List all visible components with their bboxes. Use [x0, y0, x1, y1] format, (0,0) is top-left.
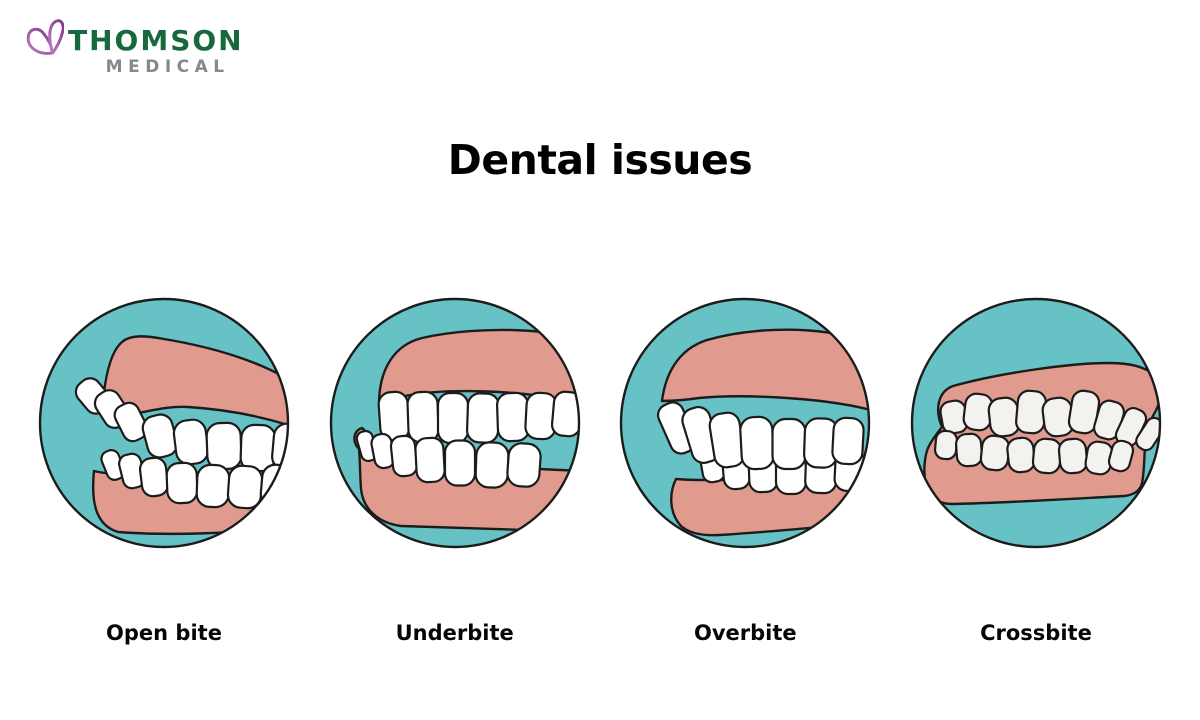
brand-name-thomson: THOMSON [68, 24, 244, 57]
overbite-illustration [620, 297, 871, 549]
underbite-illustration [329, 297, 580, 549]
page-title: Dental issues [447, 136, 753, 184]
brand-wordmark: THOMSON MEDICAL [68, 16, 244, 77]
figure-crossbite: Crossbite [908, 295, 1164, 645]
butterfly-icon [26, 19, 64, 55]
label-open-bite: Open bite [106, 621, 222, 645]
label-overbite: Overbite [693, 621, 797, 645]
label-underbite: Underbite [395, 621, 514, 645]
figure-underbite: Underbite [327, 295, 583, 645]
open-bite-illustration [38, 297, 290, 549]
crossbite-illustration [910, 297, 1162, 549]
dental-issues-row: Open bite [0, 295, 1200, 645]
label-crossbite: Crossbite [980, 621, 1092, 645]
figure-open-bite: Open bite [36, 295, 292, 645]
thomson-medical-logo: THOMSON MEDICAL [24, 16, 244, 77]
figure-overbite: Overbite [617, 295, 873, 645]
brand-name-medical: MEDICAL [105, 57, 230, 78]
